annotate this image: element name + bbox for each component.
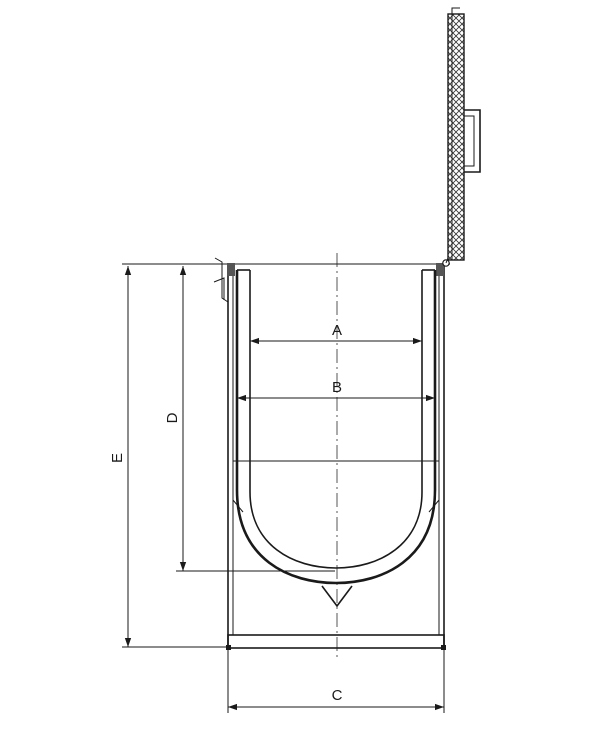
dimension-e-label: E <box>109 453 126 463</box>
top-frame <box>122 257 450 303</box>
dimension-d-label: D <box>164 412 181 423</box>
seal-left <box>227 263 235 276</box>
dimension-d: D <box>164 266 335 572</box>
dimension-a-label: A <box>332 322 342 339</box>
seal-right <box>436 263 444 276</box>
u-channel-liner <box>232 269 440 608</box>
hinged-grating <box>442 7 481 267</box>
grating-panel <box>447 13 465 261</box>
dimension-c: C <box>227 650 445 713</box>
dimension-b-label: B <box>332 379 342 396</box>
grating-handle <box>464 109 481 173</box>
dimension-e: E <box>109 266 228 648</box>
dimension-b: B <box>237 379 435 402</box>
dimension-a: A <box>250 322 422 345</box>
channel-body <box>226 266 446 650</box>
dimension-c-label: C <box>332 687 343 704</box>
